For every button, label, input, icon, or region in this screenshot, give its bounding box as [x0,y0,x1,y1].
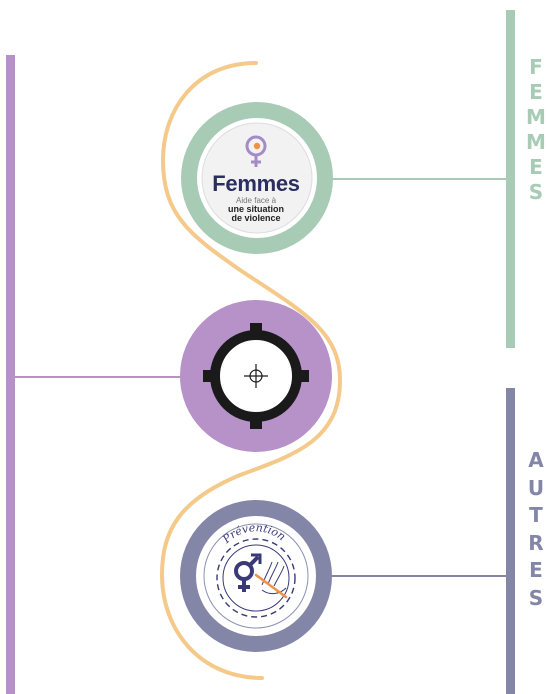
female-symbol-icon [245,135,267,167]
femmes-badge-title: Femmes [212,171,300,196]
femmes-vertical-label: F E M M E S [524,55,547,205]
autres-letter: S [528,585,544,610]
autres-letter: E [529,558,543,582]
autres-letter: U [527,475,545,500]
femmes-letter: E [529,80,543,104]
autres-letter: T [529,503,543,527]
autres-letter: A [528,448,544,472]
left-vertical-bar [6,55,15,694]
gender-symbol-gear-icon [216,538,296,618]
autres-badge [180,500,332,652]
femmes-letter: S [528,180,544,204]
femmes-letter: M [526,130,546,154]
femmes-letter: M [526,105,546,129]
femmes-badge [181,102,333,254]
autres-vertical-bar [506,388,515,694]
center-badge [180,300,332,452]
femmes-badge-line1: Aide face à [235,196,277,205]
femmes-badge-line2: une situation [228,204,284,214]
crosshair-target-icon [203,323,309,429]
femmes-letter: E [529,155,543,179]
femmes-letter: F [529,55,543,79]
autres-vertical-label: A U T R E S [524,447,547,612]
femmes-badge-line3: de violence [231,213,281,223]
autres-letter: R [528,530,544,555]
wave-line [159,61,343,680]
femmes-vertical-bar [506,10,515,348]
